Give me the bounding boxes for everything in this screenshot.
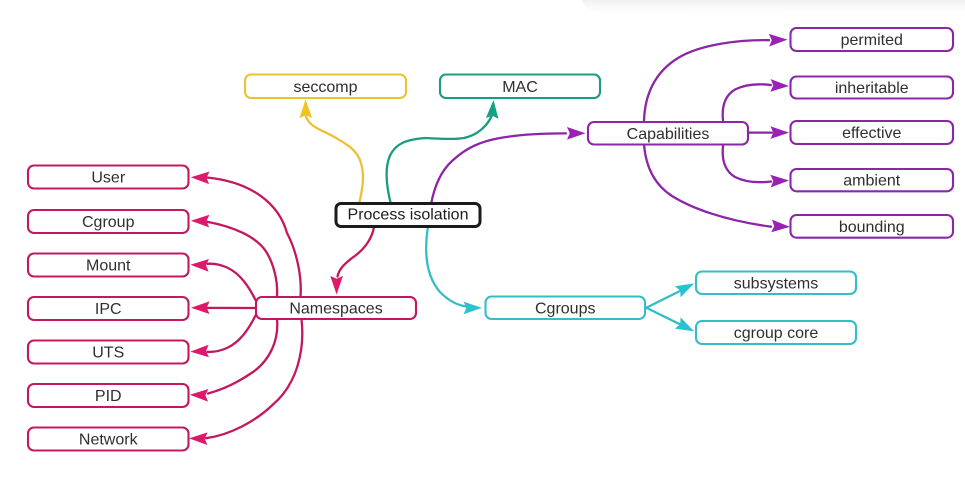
svg-text:cgroup core: cgroup core xyxy=(734,325,819,342)
svg-text:subsystems: subsystems xyxy=(734,275,818,292)
svg-text:Network: Network xyxy=(79,432,139,449)
svg-text:permited: permited xyxy=(841,32,903,49)
svg-text:IPC: IPC xyxy=(95,301,122,318)
svg-text:Cgroups: Cgroups xyxy=(535,300,595,317)
svg-text:MAC: MAC xyxy=(502,79,538,96)
svg-text:Capabilities: Capabilities xyxy=(627,126,710,143)
svg-text:Namespaces: Namespaces xyxy=(289,301,382,318)
svg-text:inheritable: inheritable xyxy=(835,80,909,97)
svg-text:seccomp: seccomp xyxy=(293,79,357,96)
svg-text:Mount: Mount xyxy=(86,258,131,275)
svg-text:bounding: bounding xyxy=(839,219,905,236)
svg-text:UTS: UTS xyxy=(92,345,124,362)
svg-text:effective: effective xyxy=(842,125,901,142)
svg-text:Cgroup: Cgroup xyxy=(82,214,135,231)
svg-text:ambient: ambient xyxy=(843,173,900,190)
svg-text:Process isolation: Process isolation xyxy=(348,207,469,224)
svg-text:PID: PID xyxy=(95,388,122,405)
svg-text:User: User xyxy=(91,170,125,187)
